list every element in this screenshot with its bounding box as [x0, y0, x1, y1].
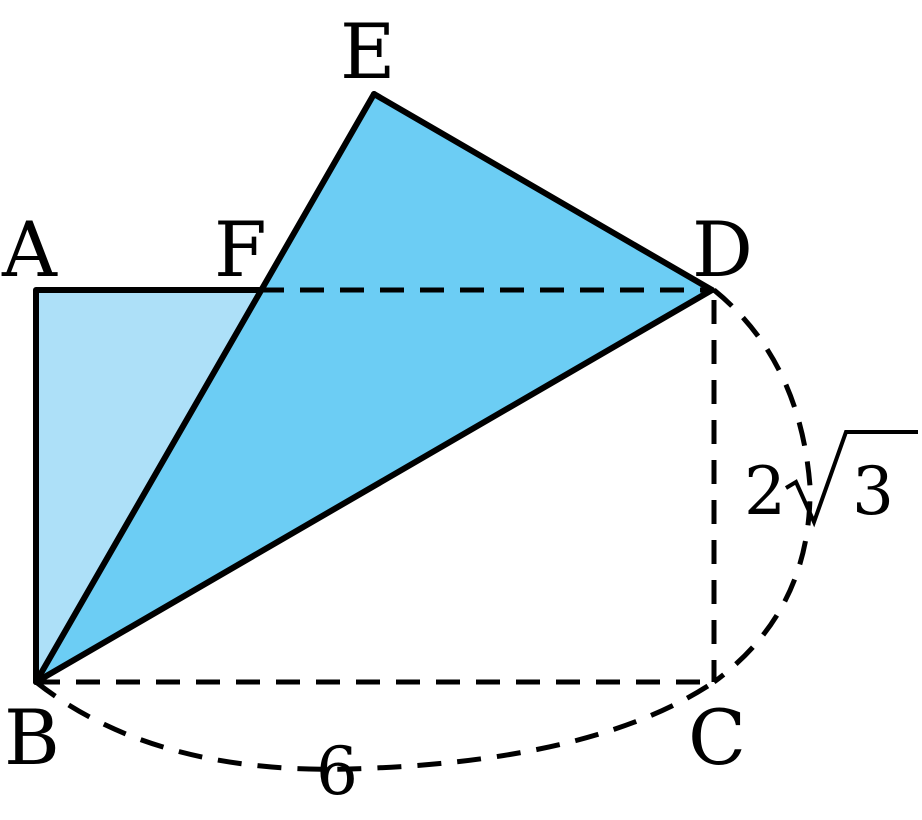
label-length-BC: 6: [316, 733, 358, 810]
label-length-CD: 2 3: [744, 430, 918, 530]
label-CD-coefficient: 2: [744, 453, 786, 530]
radical-sign: [784, 430, 918, 528]
label-point-D: D: [692, 205, 753, 294]
label-CD-radicand: 3: [852, 453, 894, 530]
label-point-E: E: [340, 7, 395, 96]
triangle-BDE: [36, 94, 712, 682]
label-point-B: B: [4, 693, 60, 782]
label-point-C: C: [688, 693, 746, 782]
segment-ED: [371, 91, 715, 293]
segment-BD: [33, 287, 715, 685]
arc-CD-measure: [712, 288, 813, 685]
label-point-F: F: [214, 205, 267, 294]
label-point-A: A: [1, 205, 58, 294]
segment-BA-AF: [33, 287, 263, 685]
arc-BC-measure: [34, 679, 716, 772]
segment-BE: [33, 91, 377, 685]
